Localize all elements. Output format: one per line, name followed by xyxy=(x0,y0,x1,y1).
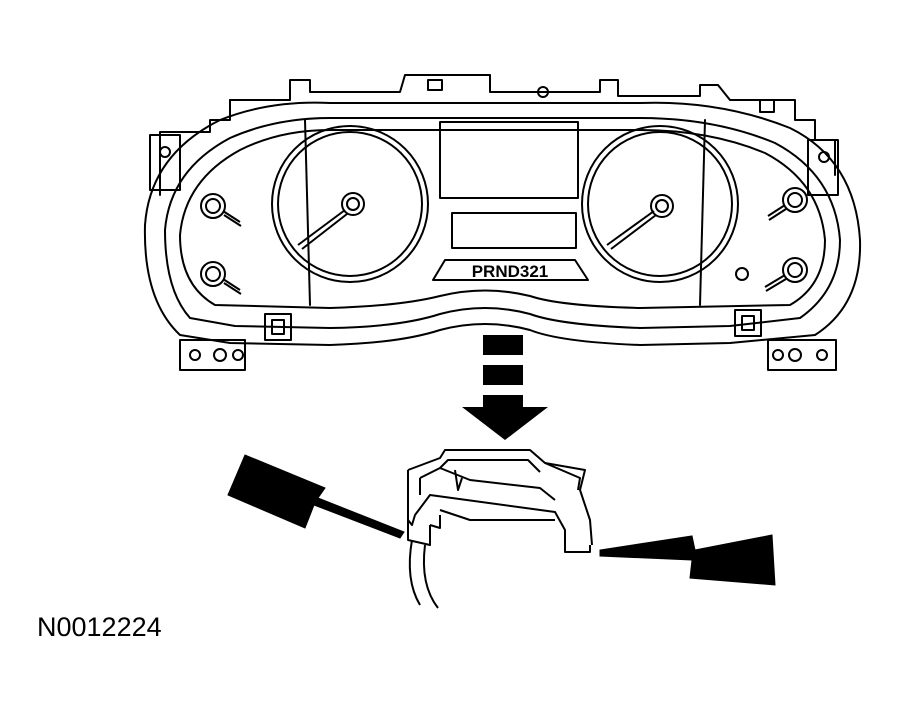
small-gauges xyxy=(200,187,808,295)
instrument-cluster xyxy=(143,74,862,371)
cluster-inner-housing xyxy=(164,117,841,329)
cluster-outer-housing xyxy=(143,101,862,346)
speedometer-gauge xyxy=(271,125,429,283)
small-gauge-upper-right xyxy=(767,187,808,221)
small-gauge-upper-left xyxy=(200,193,242,227)
cluster-face xyxy=(179,129,826,309)
connector-wire xyxy=(408,539,421,606)
pointer-arrow-right xyxy=(599,534,776,586)
center-display-screen xyxy=(439,121,579,199)
pointer-arrow-left xyxy=(227,454,405,539)
gear-indicator-plate xyxy=(432,259,589,281)
small-gauge-lower-right xyxy=(764,257,808,292)
small-gauge-lower-left xyxy=(200,261,242,295)
lower-display-screen xyxy=(451,212,577,249)
tachometer-gauge xyxy=(581,125,739,283)
direction-arrow-down xyxy=(462,335,548,440)
cluster-top-rim xyxy=(229,74,836,176)
figure-id: N0012224 xyxy=(37,612,162,642)
electrical-connector xyxy=(407,449,593,609)
indicator-lamp xyxy=(735,267,749,281)
gear-indicator-label: PRND321 xyxy=(472,262,549,281)
